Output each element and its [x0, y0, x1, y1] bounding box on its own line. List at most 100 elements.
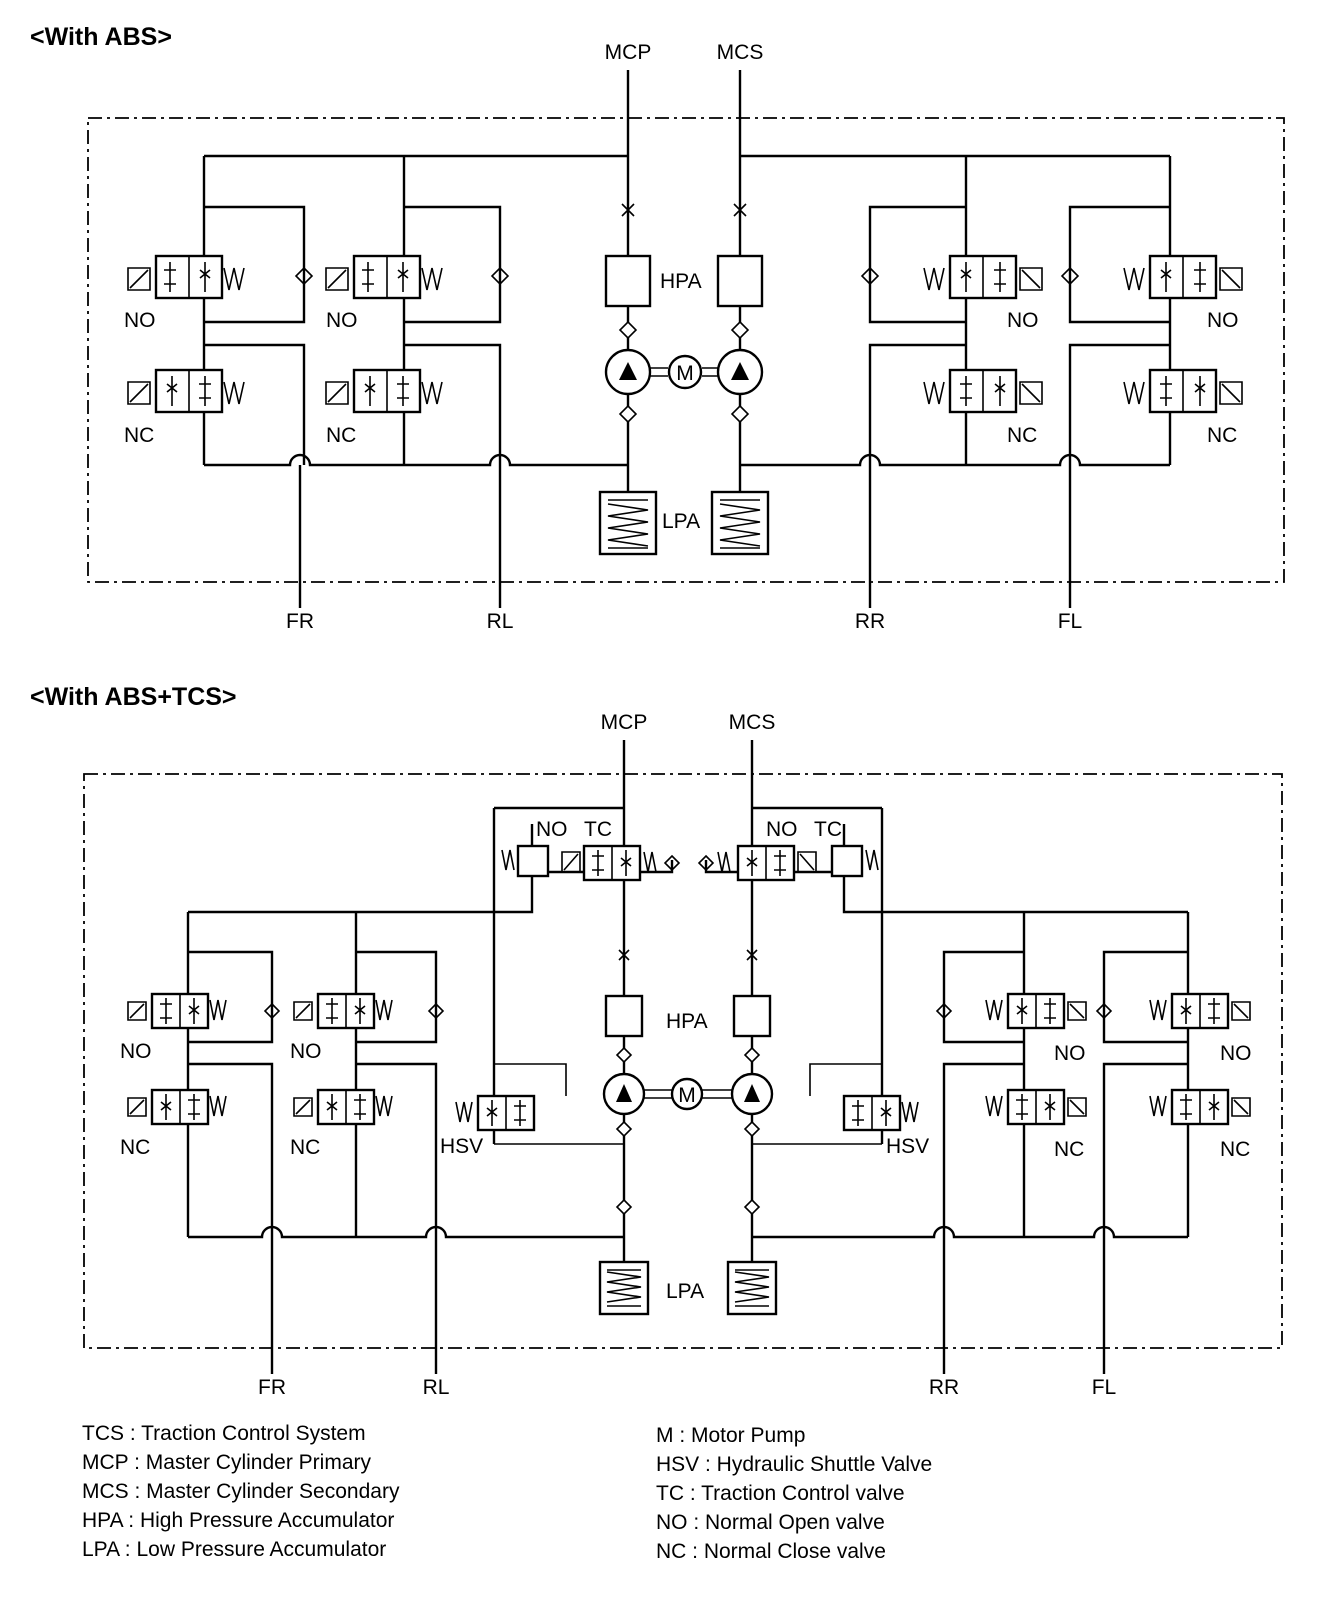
abs-fr-check-valve-icon [294, 266, 314, 286]
abs-fl-no-label: NO [1207, 309, 1239, 332]
tcs-tc-block-right: NO TC [697, 806, 884, 1144]
tcs-fl-nc-solenoid-icon [1231, 1097, 1251, 1117]
tcs-rr-no-label: NO [1054, 1042, 1086, 1065]
abs-pump-assembly: HPA M LPA [598, 254, 770, 556]
abs-motor-label: M [676, 362, 694, 385]
tcs-rr-no-solenoid-icon [1067, 1001, 1087, 1021]
abs-mcp-label: MCP [605, 41, 652, 64]
tcs-motor-icon [670, 1077, 704, 1111]
tcs-left-relief-valve [516, 844, 550, 878]
abs-fl-nc-solenoid-icon [1219, 381, 1243, 405]
abs-rr-nc-spring-icon [923, 381, 945, 405]
abs-rr-check-valve-icon [860, 266, 880, 286]
tcs-fr-no-solenoid-icon [127, 1001, 147, 1021]
tcs-fl-no-solenoid-icon [1231, 1001, 1251, 1021]
legend-left-item: MCP : Master Cylinder Primary [82, 1451, 371, 1474]
tcs-hpa-label: HPA [666, 1010, 708, 1033]
abs-module-boundary [87, 117, 1285, 583]
tcs-fl-check-icon [1095, 1002, 1113, 1020]
tcs-hsv-left: HSV [440, 1063, 624, 1158]
tcs-right-no-label: NO [766, 818, 798, 841]
tcs-fr-check-icon [263, 1002, 281, 1020]
abs-fr-no-label: NO [124, 309, 156, 332]
abs-rr-nc-solenoid-icon [1019, 381, 1043, 405]
abs-fl-nc-spring-icon [1123, 381, 1145, 405]
tcs-return-rail [188, 1225, 1188, 1239]
abs-rl-no-solenoid-icon [325, 267, 349, 291]
abs-channel-rr: NO NC RR [855, 156, 1043, 633]
abs-channel-fr: NO NC FR [124, 156, 314, 633]
tcs-rl-check-icon [427, 1002, 445, 1020]
abs-rl-port-label: RL [487, 610, 514, 633]
tcs-channel-rr: NO NC RR [929, 912, 1087, 1399]
legend-right-item: TC : Traction Control valve [656, 1482, 905, 1505]
tcs-fl-nc-label: NC [1220, 1138, 1250, 1161]
tcs-rr-check-icon [935, 1002, 953, 1020]
abs-channel-fl: NO NC FL [1058, 156, 1243, 633]
tcs-hpa-right [732, 994, 772, 1038]
abs-diagram: <With ABS> MCP MCS NO NC [30, 23, 1285, 633]
abs-lpa-label: LPA [662, 510, 700, 533]
tcs-fr-nc-solenoid-icon [127, 1097, 147, 1117]
tcs-rl-nc-label: NC [290, 1136, 320, 1159]
tcs-hpa-left [604, 994, 644, 1038]
legend-left-item: LPA : Low Pressure Accumulator [82, 1538, 386, 1561]
abs-motor-icon [667, 354, 703, 390]
abs-rr-no-solenoid-icon [1019, 267, 1043, 291]
abs-hpa-right [716, 254, 764, 308]
tcs-fl-port-label: FL [1092, 1376, 1117, 1399]
tcs-fr-no-label: NO [120, 1040, 152, 1063]
tcs-rr-nc-label: NC [1054, 1138, 1084, 1161]
tcs-hsv-right: HSV [752, 1063, 929, 1158]
abs-mcs-orifice [733, 203, 747, 217]
legend-right-item: NO : Normal Open valve [656, 1511, 885, 1534]
abs-tcs-module-boundary [83, 773, 1283, 1349]
abs-fr-no-spring-icon [223, 267, 245, 291]
abs-mcs-label: MCS [717, 41, 764, 64]
abs-rl-nc-label: NC [326, 424, 356, 447]
tcs-rr-nc-solenoid-icon [1067, 1097, 1087, 1117]
tcs-rl-no-label: NO [290, 1040, 322, 1063]
abs-rl-nc-solenoid-icon [325, 381, 349, 405]
abs-fr-no-solenoid-icon [127, 267, 151, 291]
tcs-left-tc-check-icon [663, 854, 681, 872]
abs-rl-check-valve-icon [490, 266, 510, 286]
abs-lpa-left [598, 490, 658, 556]
tcs-pump-assembly: HPA M LPA [598, 994, 778, 1316]
tcs-channel-fr: NO NC FR [120, 912, 286, 1399]
abs-title: <With ABS> [30, 23, 172, 51]
abs-fr-nc-spring-icon [223, 381, 245, 405]
tcs-rl-nc-solenoid-icon [293, 1097, 313, 1117]
tcs-fr-port-label: FR [258, 1376, 286, 1399]
tcs-hsv-left-label: HSV [440, 1135, 483, 1158]
tcs-left-tc-solenoid-icon [561, 851, 581, 873]
tcs-lpa-label: LPA [666, 1280, 704, 1303]
abs-rr-nc-label: NC [1007, 424, 1037, 447]
abs-mcp-orifice [621, 203, 635, 217]
tcs-channel-rl: NO NC RL [290, 912, 449, 1399]
tcs-right-tc-label: TC [814, 818, 842, 841]
tcs-right-tc-check-icon [697, 854, 715, 872]
abs-fl-check-valve-icon [1060, 266, 1080, 286]
abs-rr-no-spring-icon [923, 267, 945, 291]
abs-return-rail [204, 453, 1170, 467]
abs-tcs-diagram: <With ABS+TCS> MCP MCS NO TC NO TC [30, 683, 1283, 1399]
abs-tcs-title: <With ABS+TCS> [30, 683, 237, 711]
abs-fl-port-label: FL [1058, 610, 1083, 633]
legend-left-item: MCS : Master Cylinder Secondary [82, 1480, 400, 1503]
abs-fr-port-label: FR [286, 610, 314, 633]
tcs-fl-no-label: NO [1220, 1042, 1252, 1065]
tcs-hsv-right-label: HSV [886, 1135, 929, 1158]
tcs-left-tc-label: TC [584, 818, 612, 841]
abs-rl-nc-spring-icon [421, 381, 443, 405]
legend-left-item: TCS : Traction Control System [82, 1422, 366, 1445]
abs-lpa-right [710, 490, 770, 556]
tcs-fr-nc-label: NC [120, 1136, 150, 1159]
legend-right-item: NC : Normal Close valve [656, 1540, 886, 1563]
abs-channel-rl: NO NC RL [325, 156, 514, 633]
tcs-tc-block-left: NO TC [492, 806, 681, 1144]
legend: TCS : Traction Control System MCP : Mast… [82, 1422, 932, 1563]
tcs-motor-label: M [678, 1084, 696, 1107]
tcs-mcp-label: MCP [601, 711, 648, 734]
